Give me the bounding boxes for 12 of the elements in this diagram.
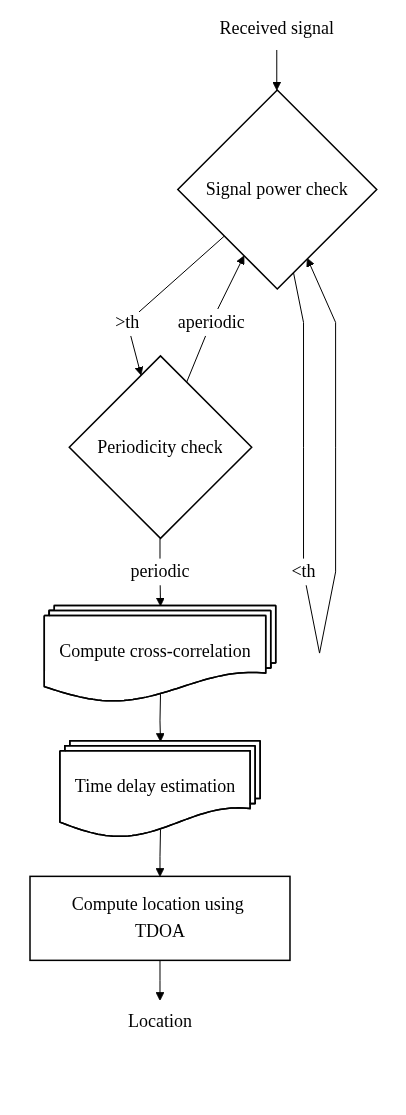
- node-diamond: Periodicity check: [67, 354, 253, 540]
- node-text: Location: [127, 1010, 192, 1031]
- arrow: [272, 49, 281, 91]
- edge-label: <th: [291, 561, 316, 582]
- node-diamond: Signal power check: [176, 88, 378, 290]
- edge-label: periodic: [130, 561, 190, 582]
- node-text: Received signal: [219, 18, 334, 39]
- arrow: [155, 959, 164, 1001]
- arrow: [155, 828, 164, 877]
- node-box: Compute location using TDOA: [28, 875, 291, 962]
- edge-label: aperiodic: [177, 311, 245, 332]
- edge-label: >th: [114, 311, 139, 332]
